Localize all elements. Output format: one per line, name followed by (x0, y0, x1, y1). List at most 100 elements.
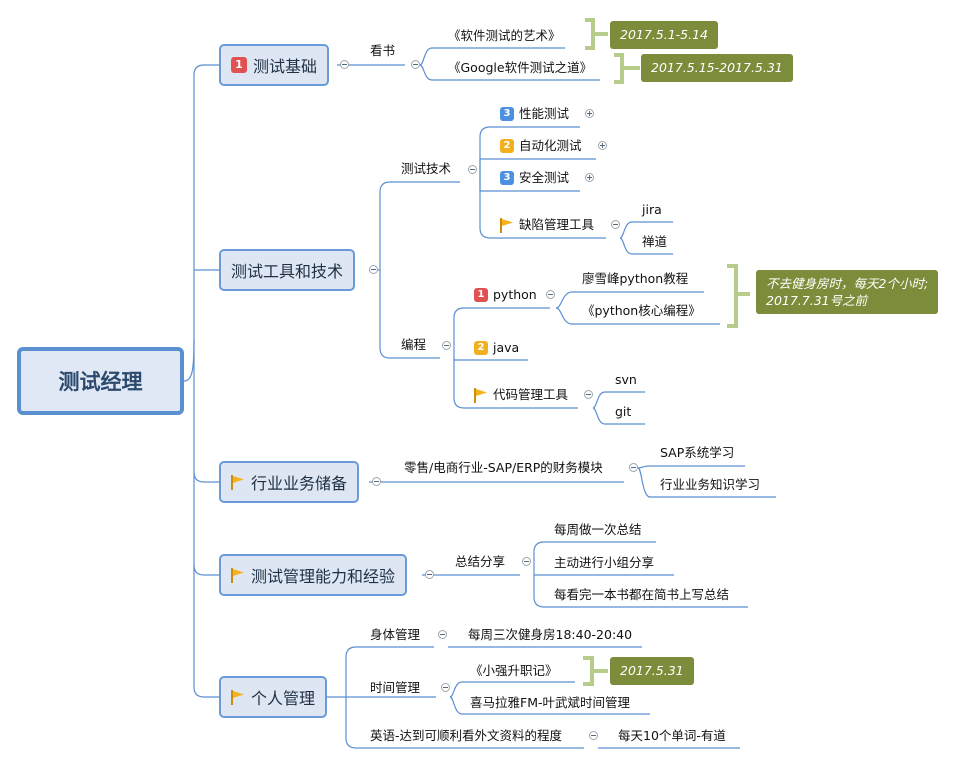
node-industry-knowledge[interactable]: 行业业务知识学习 (660, 477, 761, 492)
node-body-management[interactable]: 身体管理 (370, 627, 421, 642)
link-vcs-svn (592, 391, 645, 409)
collapse-toggle-icon[interactable] (442, 341, 451, 350)
node-sap-study[interactable]: SAP系统学习 (660, 445, 735, 460)
link-prog-python (453, 307, 550, 358)
link-root-management (193, 472, 219, 576)
node-security-testing[interactable]: 3 安全测试 (500, 170, 569, 186)
callout-date-book2: 2017.5.15-2017.5.31 (641, 54, 793, 82)
priority-badge: 2 (474, 341, 488, 355)
node-test-techniques[interactable]: 测试技术 (401, 161, 452, 176)
link-python-liao (555, 291, 704, 309)
flag-icon (231, 567, 244, 583)
node-english[interactable]: 英语-达到可顺利看外文资料的程度 (370, 728, 563, 743)
collapse-toggle-icon[interactable] (546, 290, 555, 299)
branch-industry-business[interactable]: 行业业务储备 (219, 461, 360, 503)
branch-test-management[interactable]: 测试管理能力和经验 (219, 554, 408, 596)
collapse-toggle-icon[interactable] (584, 390, 593, 399)
priority-badge: 1 (231, 57, 247, 73)
node-book-art-of-testing[interactable]: 《软件测试的艺术》 (448, 28, 561, 43)
collapse-toggle-icon[interactable] (629, 463, 638, 472)
node-code-management-tools[interactable]: 代码管理工具 (474, 387, 568, 403)
node-git[interactable]: git (615, 404, 632, 419)
node-liao-python-tutorial[interactable]: 廖雪峰python教程 (582, 271, 689, 286)
node-performance-testing[interactable]: 3 性能测试 (500, 106, 569, 122)
callout-date-time-book: 2017.5.31 (610, 657, 694, 685)
node-sap-erp-module[interactable]: 零售/电商行业-SAP/ERP的财务模块 (404, 460, 603, 475)
branch-label: 个人管理 (251, 689, 316, 708)
link-reading-book1 (419, 47, 565, 66)
collapse-toggle-icon[interactable] (438, 630, 447, 639)
bracket-python (727, 264, 750, 328)
link-root-business (193, 340, 219, 483)
node-core-python-book[interactable]: 《python核心编程》 (582, 303, 701, 318)
node-reading[interactable]: 看书 (370, 43, 396, 58)
node-zentao[interactable]: 禅道 (642, 234, 668, 249)
node-python[interactable]: 1 python (474, 287, 537, 303)
link-prog-java (453, 358, 528, 361)
flag-icon (231, 689, 244, 705)
flag-icon (474, 387, 487, 403)
bracket-time-book (583, 656, 608, 686)
branch-label: 测试工具和技术 (231, 262, 344, 281)
expand-toggle-icon[interactable] (598, 141, 607, 150)
link-defect-zentao (619, 237, 673, 255)
link-module-sap (637, 465, 745, 469)
link-reading-book2 (419, 64, 600, 81)
link-python-core (555, 307, 720, 325)
node-svn[interactable]: svn (615, 372, 637, 387)
callout-line: 不去健身房时，每天2个小时; (766, 276, 929, 291)
node-programming[interactable]: 编程 (401, 337, 427, 352)
collapse-toggle-icon[interactable] (522, 557, 531, 566)
branch-label: 测试管理能力和经验 (251, 567, 396, 586)
link-tech-auto (479, 158, 596, 182)
collapse-toggle-icon[interactable] (340, 60, 349, 69)
collapse-toggle-icon[interactable] (441, 683, 450, 692)
node-java[interactable]: 2 java (474, 340, 519, 356)
node-daily-words[interactable]: 每天10个单词-有道 (618, 728, 726, 743)
branch-tools-and-tech[interactable]: 测试工具和技术 (219, 249, 356, 291)
callout-python-schedule: 不去健身房时，每天2个小时; 2017.7.31号之前 (756, 270, 939, 314)
link-defect-jira (619, 221, 673, 239)
link-vcs-git (592, 407, 645, 425)
collapse-toggle-icon[interactable] (372, 477, 381, 486)
collapse-toggle-icon[interactable] (611, 220, 620, 229)
callout-line: 2017.7.31号之前 (766, 293, 868, 308)
node-xiaoqiang-book[interactable]: 《小强升职记》 (470, 663, 558, 678)
collapse-toggle-icon[interactable] (369, 265, 378, 274)
branch-personal-management[interactable]: 个人管理 (219, 676, 328, 718)
link-tools-programming (379, 270, 440, 359)
flag-icon (500, 217, 513, 233)
collapse-toggle-icon[interactable] (468, 165, 477, 174)
branch-label: 测试基础 (253, 57, 318, 76)
node-ximalaya-time-mgmt[interactable]: 喜马拉雅FM-叶武斌时间管理 (470, 695, 630, 710)
node-weekly-summary[interactable]: 每周做一次总结 (554, 522, 642, 537)
link-root-personal (193, 565, 219, 698)
node-jianshu-summary[interactable]: 每看完一本书都在简书上写总结 (554, 587, 730, 602)
bracket-book1 (585, 18, 608, 50)
expand-toggle-icon[interactable] (585, 109, 594, 118)
collapse-toggle-icon[interactable] (425, 570, 434, 579)
node-defect-management-tools[interactable]: 缺陷管理工具 (500, 217, 594, 233)
link-personal-body (345, 646, 434, 697)
link-time-fm (449, 696, 650, 715)
node-group-sharing[interactable]: 主动进行小组分享 (554, 555, 655, 570)
link-tech-perf (479, 126, 580, 182)
link-prog-vcs (453, 358, 578, 409)
node-book-google-testing[interactable]: 《Google软件测试之道》 (448, 60, 593, 75)
node-gym-schedule[interactable]: 每周三次健身房18:40-20:40 (468, 627, 633, 642)
link-summary-weekly (533, 541, 656, 575)
node-automation-testing[interactable]: 2 自动化测试 (500, 138, 582, 154)
collapse-toggle-icon[interactable] (411, 60, 420, 69)
expand-toggle-icon[interactable] (585, 173, 594, 182)
callout-date-book1: 2017.5.1-5.14 (610, 21, 719, 49)
collapse-toggle-icon[interactable] (589, 731, 598, 740)
link-summary-blog (533, 575, 748, 608)
root-node[interactable]: 测试经理 (17, 347, 184, 415)
priority-badge: 3 (500, 107, 514, 121)
link-root-basics (183, 64, 219, 382)
node-jira[interactable]: jira (642, 202, 662, 217)
flag-icon (231, 474, 244, 490)
branch-test-basics[interactable]: 1 测试基础 (219, 44, 330, 86)
node-time-management[interactable]: 时间管理 (370, 680, 421, 695)
node-summary-sharing[interactable]: 总结分享 (455, 554, 506, 569)
